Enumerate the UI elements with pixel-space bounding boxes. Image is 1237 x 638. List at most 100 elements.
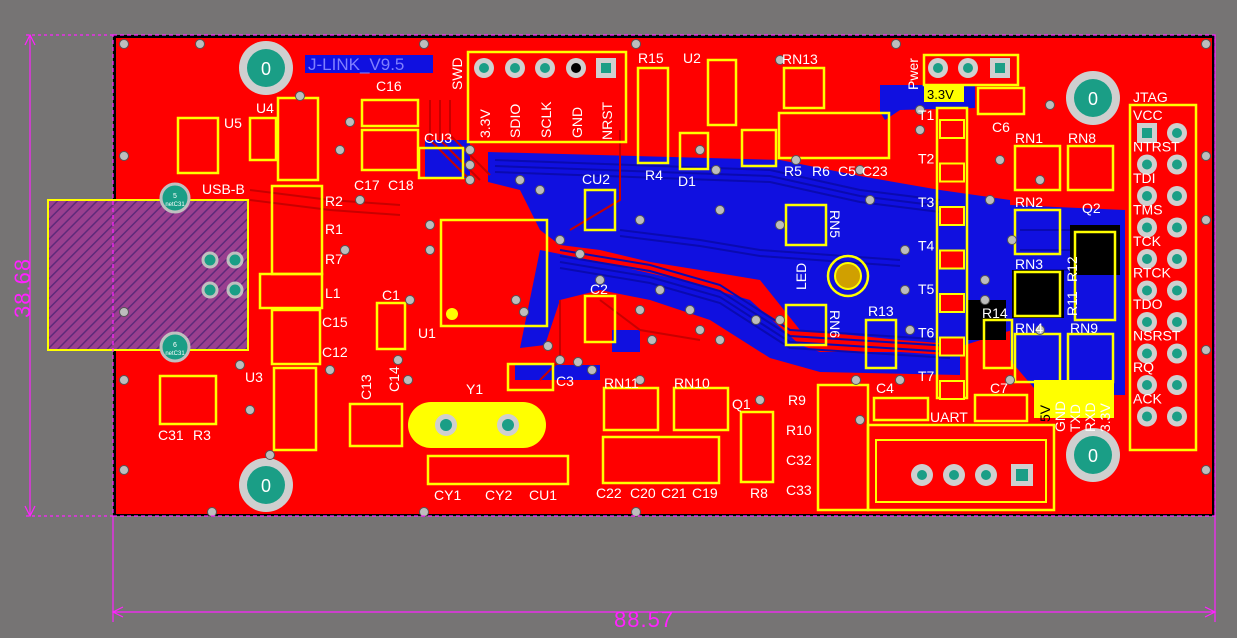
- refdes: C15: [322, 314, 348, 330]
- jtag-pin-label: TDO: [1133, 296, 1163, 312]
- refdes: C32: [786, 452, 812, 468]
- jtag-pin-label: ACK: [1133, 391, 1162, 407]
- refdes: C20: [630, 485, 656, 501]
- usb-pads: [159, 182, 244, 363]
- test-pad: [939, 162, 965, 183]
- jtag-pin-label: TCK: [1133, 233, 1162, 249]
- refdes: C31: [158, 427, 184, 443]
- swd-pin-label: 3.3V: [477, 109, 493, 138]
- refdes: C12: [322, 344, 348, 360]
- jtag-pin-label: RQ: [1133, 359, 1154, 375]
- test-pad-label: T4: [918, 238, 935, 254]
- jtag-pin-label: VCC: [1133, 107, 1163, 123]
- refdes: CU3: [424, 130, 452, 146]
- refdes: C5: [838, 163, 856, 179]
- led-indicator: [826, 254, 870, 298]
- height-dimension: 38.68: [10, 258, 35, 318]
- refdes: R2: [325, 193, 343, 209]
- refdes: R1: [325, 221, 343, 237]
- silkscreen-outlines: [158, 50, 1198, 512]
- swd-pin-label: SCLK: [538, 101, 554, 138]
- mounting-hole-bl: 0: [239, 458, 293, 512]
- refdes: Q2: [1082, 200, 1101, 216]
- jtag-pin-label: NTRST: [1133, 139, 1180, 155]
- refdes: R7: [325, 251, 343, 267]
- refdes: R9: [788, 392, 806, 408]
- dimension-annotations: [24, 33, 1217, 622]
- jtag-pin-label: NSRST: [1133, 328, 1181, 344]
- refdes: U2: [683, 50, 701, 66]
- refdes: C19: [692, 485, 718, 501]
- title-background: [305, 55, 433, 73]
- refdes: U4: [256, 100, 274, 116]
- test-pad-label: T7: [918, 368, 935, 384]
- refdes: C7: [990, 380, 1008, 396]
- jtag-label: JTAG: [1133, 89, 1168, 105]
- refdes: RN10: [674, 375, 710, 391]
- test-pad-label: T6: [918, 325, 935, 341]
- mounting-hole-label: 0: [1088, 446, 1098, 466]
- refdes: RN2: [1015, 194, 1043, 210]
- refdes: D1: [678, 173, 696, 189]
- refdes: C2: [590, 281, 608, 297]
- mounting-holes: 0 0 0 0: [239, 41, 1120, 512]
- power-label: Pwer: [905, 58, 921, 90]
- power-header-pads: [928, 58, 1010, 78]
- usb-pad-label: 6: [173, 342, 177, 349]
- uart-pin-label: GND: [1052, 401, 1068, 432]
- uart-pin-panel: [1034, 380, 1114, 418]
- refdes: C13: [358, 374, 374, 400]
- refdes: R11: [1064, 291, 1080, 316]
- uart-pin-label: TXD: [1067, 404, 1083, 432]
- mounting-hole-br: 0: [1066, 428, 1120, 482]
- test-pad-label: T2: [918, 151, 935, 167]
- swd-pin-label: SDIO: [507, 104, 523, 138]
- refdes: L1: [325, 285, 341, 301]
- uart-pin-label: RXD: [1082, 402, 1098, 432]
- refdes: C17: [354, 177, 380, 193]
- trace-bundles: [494, 159, 1110, 359]
- refdes: R14: [982, 305, 1008, 321]
- refdes: CU2: [582, 171, 610, 187]
- width-dimension: 88.57: [614, 607, 674, 632]
- swd-header-pads: [474, 58, 616, 78]
- jtag-pin-label: TDI: [1133, 170, 1156, 186]
- usb-connector-body: [47, 199, 249, 351]
- refdes: RN6: [827, 310, 843, 338]
- jtag-pin-label: TMS: [1133, 202, 1163, 218]
- refdes: RN5: [827, 210, 843, 238]
- test-pad: [939, 206, 965, 226]
- refdes: C3: [556, 373, 574, 389]
- refdes: RN1: [1015, 130, 1043, 146]
- keepout-regions: [968, 225, 1120, 340]
- u1-pin1-dot: [446, 308, 458, 320]
- refdes: C21: [661, 485, 687, 501]
- refdes: RN13: [782, 51, 818, 67]
- refdes: RN9: [1070, 320, 1098, 336]
- swd-pin-label: GND: [569, 107, 585, 138]
- refdes: C23: [862, 163, 888, 179]
- refdes: U3: [245, 369, 263, 385]
- test-pad: [939, 380, 965, 400]
- refdes: R3: [193, 427, 211, 443]
- test-pad: [939, 119, 965, 139]
- test-pad-label: T3: [918, 194, 935, 210]
- refdes: C33: [786, 482, 812, 498]
- refdes: LED: [793, 263, 809, 290]
- refdes: Y1: [466, 381, 483, 397]
- mounting-hole-tl: 0: [239, 41, 293, 95]
- refdes: RN4: [1015, 320, 1043, 336]
- refdes: RN11: [604, 375, 639, 391]
- uart-pin-label: 5V: [1037, 404, 1053, 422]
- uart-pin-label: 3.3V: [1097, 403, 1113, 432]
- jtag-pin-label: RTCK: [1133, 265, 1172, 281]
- refdes: C16: [376, 78, 402, 94]
- refdes: R12: [1064, 256, 1080, 282]
- refdes: R6: [812, 163, 830, 179]
- swd-pin-label: NRST: [599, 101, 615, 140]
- refdes: R5: [784, 163, 802, 179]
- refdes: CY2: [485, 487, 512, 503]
- test-pad-label: T1: [918, 107, 935, 123]
- mounting-hole-label: 0: [261, 59, 271, 79]
